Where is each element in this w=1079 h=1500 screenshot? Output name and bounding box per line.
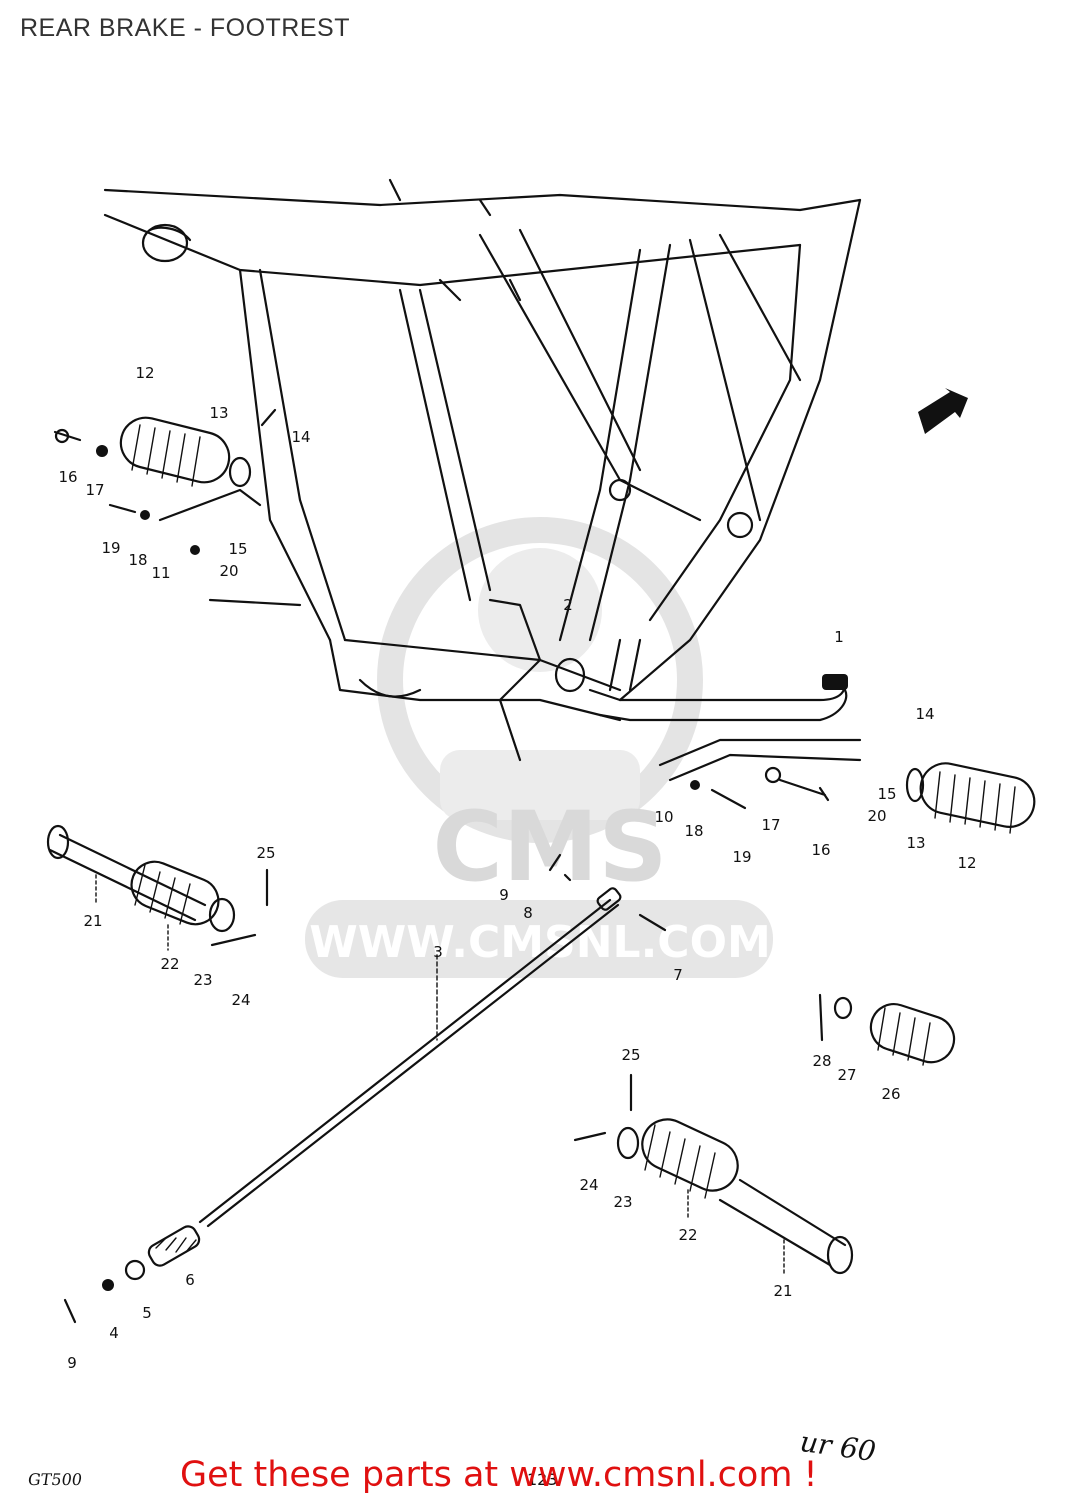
callout: 16 xyxy=(58,468,77,486)
callout: 23 xyxy=(193,971,212,989)
callout: 23 xyxy=(613,1193,632,1211)
callout: 13 xyxy=(906,834,925,852)
callout: 13 xyxy=(209,404,228,422)
bottom-code: 123 xyxy=(527,1470,558,1489)
callout: 25 xyxy=(621,1046,640,1064)
callout: 9 xyxy=(67,1354,77,1372)
callout: 12 xyxy=(135,364,154,382)
left-footrest xyxy=(53,408,277,555)
callout: 19 xyxy=(732,848,751,866)
callout: 17 xyxy=(85,481,104,499)
callout: 14 xyxy=(291,428,310,446)
leader-lines xyxy=(95,874,785,1276)
passenger-footrest-right xyxy=(573,1073,854,1275)
callout: 12 xyxy=(957,854,976,872)
callout: 22 xyxy=(160,955,179,973)
callout: 8 xyxy=(523,904,533,922)
callout: 25 xyxy=(256,844,275,862)
callout: 18 xyxy=(684,822,703,840)
page-title: REAR BRAKE - FOOTREST xyxy=(20,14,350,42)
callout: 28 xyxy=(812,1052,831,1070)
callout: 3 xyxy=(433,943,443,961)
callout: 19 xyxy=(101,539,120,557)
callout: 20 xyxy=(219,562,238,580)
callout: 5 xyxy=(142,1304,152,1322)
watermark-logo: CMS xyxy=(432,791,667,903)
watermark-url: WWW.CMSNL.COM xyxy=(309,917,771,968)
brake-rod xyxy=(63,853,667,1324)
callout: 15 xyxy=(228,540,247,558)
model-code: GT500 xyxy=(26,1470,84,1489)
callout: 11 xyxy=(151,564,170,582)
callout: 22 xyxy=(678,1226,697,1244)
callout: 4 xyxy=(109,1324,119,1342)
callout: 9 xyxy=(499,886,509,904)
footrest-rubber-26 xyxy=(818,993,956,1066)
callout: 21 xyxy=(773,1282,792,1300)
callout-labels: 1 2 3 4 5 6 7 8 9 9 10 11 12 12 13 13 14… xyxy=(58,364,976,1372)
callout: 10 xyxy=(654,808,673,826)
callout: 24 xyxy=(231,991,250,1009)
passenger-footrest-left xyxy=(46,824,269,947)
watermark: CMS WWW.CMSNL.COM xyxy=(305,517,773,978)
callout: 1 xyxy=(834,628,844,646)
callout: 18 xyxy=(128,551,147,569)
callout: 21 xyxy=(83,912,102,930)
figure-code-number: 60 xyxy=(838,1430,878,1469)
callout: 14 xyxy=(915,705,934,723)
callout: 7 xyxy=(673,966,683,984)
brake-pedal xyxy=(554,638,862,782)
callout: 24 xyxy=(579,1176,598,1194)
callout: 6 xyxy=(185,1271,195,1289)
callout: 16 xyxy=(811,841,830,859)
callout: 26 xyxy=(881,1085,900,1103)
callout: 15 xyxy=(877,785,896,803)
callout: 27 xyxy=(837,1066,856,1084)
callout: 2 xyxy=(563,596,573,614)
motorcycle-frame xyxy=(103,178,862,762)
front-arrow-icon xyxy=(918,388,968,434)
callout: 20 xyxy=(867,807,886,825)
callout: 17 xyxy=(761,816,780,834)
get-parts-link[interactable]: Get these parts at www.cmsnl.com ! xyxy=(180,1455,818,1495)
right-footrest xyxy=(690,762,1036,834)
